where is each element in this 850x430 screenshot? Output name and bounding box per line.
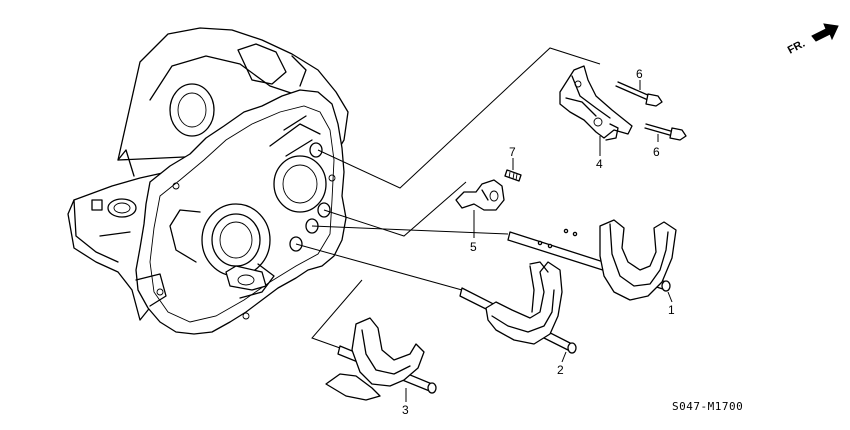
diagram-code: S047-M1700 — [672, 400, 743, 413]
front-direction-indicator: FR. — [786, 23, 839, 57]
front-direction-label: FR. — [786, 38, 807, 57]
shift-shaft-with-fork-2 — [459, 261, 577, 354]
bolt-6-lower — [644, 123, 687, 141]
bolt-6-upper — [615, 81, 663, 107]
callout-7: 7 — [509, 145, 516, 159]
callout-6-upper: 6 — [636, 67, 643, 81]
callout-6-lower: 6 — [653, 145, 660, 159]
interlock-guide-5 — [455, 179, 505, 211]
callout-3: 3 — [402, 403, 409, 417]
spring-pin-7 — [504, 169, 522, 182]
callout-1: 1 — [668, 303, 675, 317]
callout-5: 5 — [470, 240, 477, 254]
front-direction-arrow-icon — [811, 23, 839, 42]
transmission-housing — [67, 27, 349, 335]
callout-2: 2 — [557, 363, 564, 377]
shift-arm-bracket-4 — [559, 65, 633, 141]
shift-shaft-with-fork-1 — [507, 219, 677, 301]
callout-labels: 1 2 3 4 5 6 6 7 — [402, 67, 675, 417]
callout-4: 4 — [596, 157, 603, 171]
reference-lines — [295, 47, 601, 349]
callout-leaders — [405, 80, 673, 402]
shift-shaft-with-fork-3 — [325, 317, 437, 401]
